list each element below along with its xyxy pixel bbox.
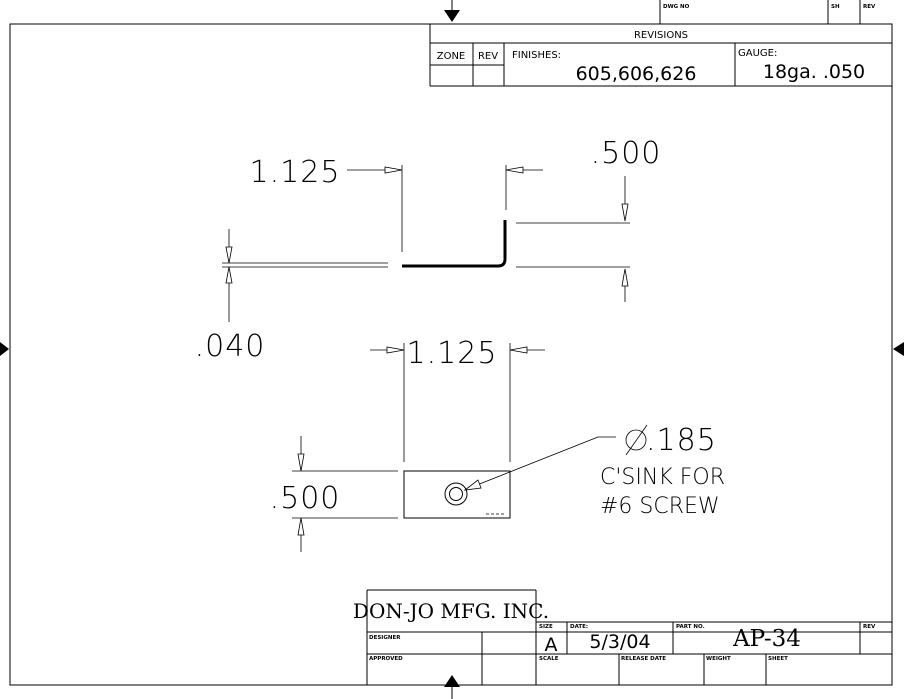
finishes-value: 605,606,626 — [576, 63, 697, 85]
diameter-symbol — [625, 424, 648, 456]
note-screw: #6 SCREW — [600, 494, 720, 519]
dim-thickness: .040 — [195, 329, 266, 364]
weight-label: WEIGHT — [706, 656, 731, 662]
left-center-marker — [0, 342, 9, 356]
countersink-hole — [449, 487, 463, 501]
side-view: 1.125 .500 .040 — [195, 136, 662, 364]
bent-plate-profile — [402, 220, 507, 268]
dwg-no-label: DWG NO — [663, 4, 690, 10]
finishes-label: FINISHES: — [512, 50, 561, 61]
release-date-label: RELEASE DATE — [621, 656, 666, 662]
date-label: DATE: — [570, 624, 588, 630]
hole-callout: .185 C'SINK FOR #6 SCREW — [463, 423, 725, 519]
right-center-marker — [893, 342, 904, 356]
gauge-value: 18ga. .050 — [763, 61, 865, 83]
sheet-label: SHEET — [768, 656, 788, 662]
bottom-center-marker — [444, 675, 460, 687]
countersink-outer — [444, 482, 468, 506]
date-value: 5/3/04 — [589, 631, 650, 653]
company-name: DON-JO MFG. INC. — [353, 599, 549, 623]
size-value: A — [545, 634, 558, 656]
part-no-label: PART NO. — [676, 624, 705, 630]
revisions-label: REVISIONS — [634, 30, 688, 41]
sh-label: SH — [831, 4, 840, 10]
size-label: SIZE — [539, 624, 553, 630]
rev-label-top: REV — [863, 4, 876, 10]
plan-view: 1.125 .500 — [270, 336, 545, 552]
dim-plate-width: 1.125 — [407, 336, 498, 371]
rev-col-label: REV — [478, 51, 498, 62]
top-center-marker — [444, 10, 460, 22]
scale-label: SCALE — [539, 656, 559, 662]
revision-block: DWG NO SH REV REVISIONS ZONE REV FINISHE… — [429, 0, 892, 87]
dim-leg-height: .500 — [591, 136, 662, 171]
gauge-label: GAUGE: — [738, 48, 777, 59]
part-no-value: AP-34 — [732, 626, 801, 652]
flat-plate — [403, 470, 511, 519]
hole-diameter: .185 — [646, 423, 717, 458]
approved-label: APPROVED — [369, 656, 403, 662]
note-countersink: C'SINK FOR — [600, 465, 725, 490]
title-block: DON-JO MFG. INC. DESIGNER APPROVED SIZE … — [353, 589, 892, 685]
rev-label-bottom: REV — [863, 624, 876, 630]
dim-plate-height: .500 — [270, 481, 341, 516]
zone-label: ZONE — [437, 51, 466, 62]
dim-side-length: 1.125 — [250, 155, 341, 190]
designer-label: DESIGNER — [369, 635, 401, 641]
